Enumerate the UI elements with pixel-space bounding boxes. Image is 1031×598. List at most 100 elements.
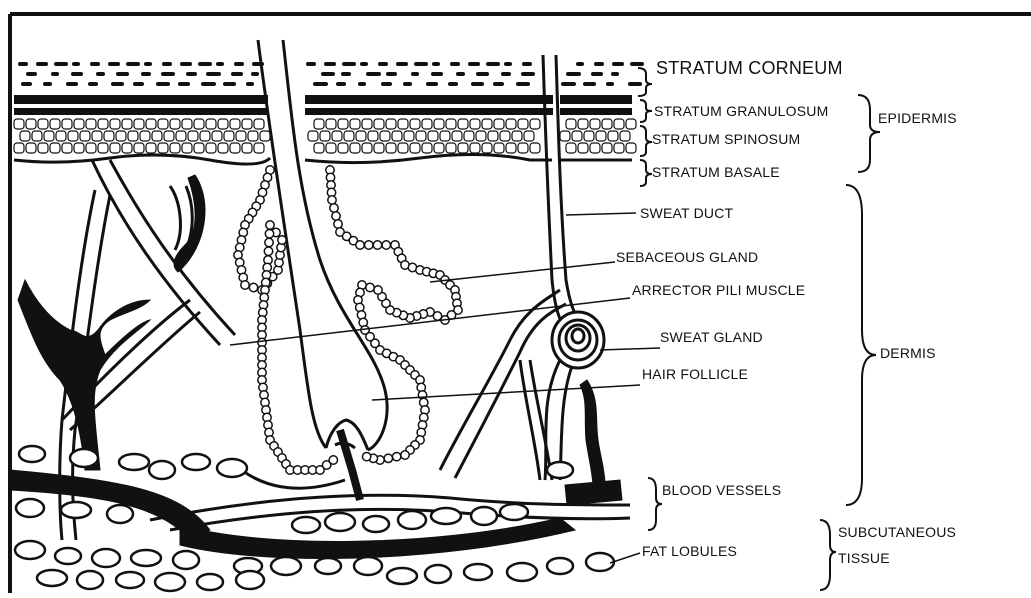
spinosum-cell bbox=[62, 143, 72, 153]
corneum-flake bbox=[108, 62, 120, 66]
spinosum-cell bbox=[146, 119, 156, 129]
spinosum-cell bbox=[494, 143, 504, 153]
spinosum-cell bbox=[254, 143, 264, 153]
fat-lobule bbox=[271, 557, 301, 575]
corneum-flake bbox=[381, 82, 392, 86]
spinosum-cell bbox=[338, 143, 348, 153]
spinosum-cell bbox=[332, 131, 342, 141]
corneum-flake bbox=[324, 62, 336, 66]
fat-lobule bbox=[547, 558, 573, 574]
spinosum-cell bbox=[122, 119, 132, 129]
fat-lobule bbox=[107, 505, 133, 523]
fat-lobule bbox=[586, 553, 614, 571]
corneum-flake bbox=[161, 72, 175, 76]
fat-lobule bbox=[547, 462, 573, 478]
spinosum-cell bbox=[476, 131, 486, 141]
spinosum-cell bbox=[86, 119, 96, 129]
spinosum-cell bbox=[590, 143, 600, 153]
gland-cell bbox=[401, 451, 409, 459]
corneum-flake bbox=[234, 62, 244, 66]
spinosum-cell bbox=[410, 119, 420, 129]
label-sebaceous-gland: SEBACEOUS GLAND bbox=[616, 249, 758, 265]
spinosum-cell bbox=[428, 131, 438, 141]
spinosum-cell bbox=[398, 143, 408, 153]
spinosum-cell bbox=[584, 131, 594, 141]
spinosum-cell bbox=[188, 131, 198, 141]
corneum-flake bbox=[198, 62, 212, 66]
gland-cell bbox=[266, 221, 274, 229]
spinosum-cell bbox=[98, 143, 108, 153]
spinosum-cell bbox=[422, 143, 432, 153]
corneum-flake bbox=[414, 62, 428, 66]
spinosum-cell bbox=[236, 131, 246, 141]
corneum-flake bbox=[611, 72, 619, 76]
corneum-flake bbox=[366, 72, 381, 76]
spinosum-cell bbox=[410, 143, 420, 153]
spinosum-cell bbox=[392, 131, 402, 141]
spinosum-cell bbox=[194, 119, 204, 129]
fat-lobule bbox=[77, 571, 103, 589]
corneum-flake bbox=[133, 82, 144, 86]
corneum-flake bbox=[360, 62, 368, 66]
spinosum-cell bbox=[578, 143, 588, 153]
label-stratum-granulosum: STRATUM GRANULOSUM bbox=[654, 103, 828, 119]
spinosum-cell bbox=[206, 119, 216, 129]
corneum-flake bbox=[21, 82, 32, 86]
gland-cell bbox=[334, 220, 342, 228]
corneum-flake bbox=[630, 62, 644, 66]
spinosum-cell bbox=[68, 131, 78, 141]
corneum-flake bbox=[313, 82, 328, 86]
spinosum-cell bbox=[122, 143, 132, 153]
corneum-flake bbox=[178, 82, 190, 86]
corneum-flake bbox=[432, 62, 440, 66]
label-epidermis: EPIDERMIS bbox=[878, 110, 957, 126]
corneum-flake bbox=[594, 62, 604, 66]
label-hair-follicle: HAIR FOLLICLE bbox=[642, 366, 748, 382]
spinosum-cell bbox=[530, 119, 540, 129]
corneum-flake bbox=[71, 72, 83, 76]
corneum-flake bbox=[504, 62, 512, 66]
spinosum-cell bbox=[92, 131, 102, 141]
corneum-flake bbox=[216, 62, 224, 66]
spinosum-cell bbox=[242, 143, 252, 153]
label-subcutaneous: SUBCUTANEOUS bbox=[838, 524, 956, 540]
fat-lobule bbox=[464, 564, 492, 580]
spinosum-cell bbox=[308, 131, 318, 141]
spinosum-cell bbox=[398, 119, 408, 129]
spinosum-cell bbox=[314, 119, 324, 129]
spinosum-cell bbox=[158, 119, 168, 129]
corneum-flake bbox=[378, 62, 388, 66]
spinosum-cell bbox=[386, 143, 396, 153]
corneum-flake bbox=[468, 62, 480, 66]
spinosum-cell bbox=[362, 119, 372, 129]
corneum-flake bbox=[36, 62, 48, 66]
corneum-flake bbox=[156, 82, 170, 86]
spinosum-cell bbox=[56, 131, 66, 141]
spinosum-cell bbox=[26, 119, 36, 129]
spinosum-cell bbox=[482, 143, 492, 153]
corneum-flake bbox=[144, 62, 152, 66]
corneum-flake bbox=[336, 82, 346, 86]
corneum-flake bbox=[51, 72, 59, 76]
corneum-flake bbox=[251, 72, 259, 76]
corneum-flake bbox=[486, 62, 500, 66]
spinosum-cell bbox=[98, 119, 108, 129]
spinosum-cell bbox=[86, 143, 96, 153]
spinosum-cell bbox=[326, 143, 336, 153]
spinosum-cell bbox=[434, 143, 444, 153]
spinosum-cell bbox=[110, 119, 120, 129]
fat-lobule bbox=[15, 541, 45, 559]
spinosum-cell bbox=[404, 131, 414, 141]
spinosum-cell bbox=[374, 119, 384, 129]
gland-cell bbox=[362, 452, 370, 460]
corneum-flake bbox=[186, 72, 197, 76]
spinosum-cell bbox=[350, 119, 360, 129]
spinosum-cell bbox=[230, 119, 240, 129]
corneum-flake bbox=[96, 72, 105, 76]
corneum-flake bbox=[43, 82, 52, 86]
spinosum-cell bbox=[386, 119, 396, 129]
spinosum-cell bbox=[374, 143, 384, 153]
corneum-flake bbox=[628, 82, 642, 86]
fat-lobule bbox=[325, 513, 355, 531]
corneum-flake bbox=[206, 72, 221, 76]
